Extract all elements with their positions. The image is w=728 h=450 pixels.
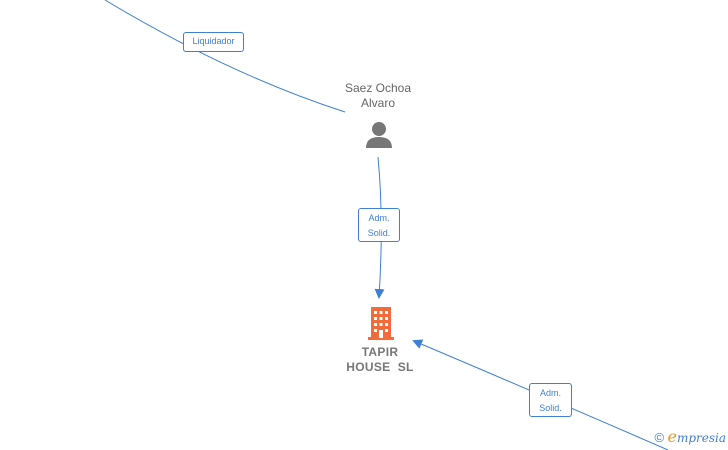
edge-label-liquidador[interactable]: Liquidador (183, 32, 244, 52)
edge-label-adm-solid-2-line2: Solid. (539, 403, 562, 413)
person-icon[interactable] (366, 122, 392, 148)
company-name-label: TAPIR HOUSE SL (330, 345, 430, 375)
brand-name: mpresia (676, 431, 726, 445)
person-name-label: Saez Ochoa Alvaro (330, 81, 426, 111)
edge-label-adm-solid-2[interactable]: Adm. Solid. (529, 383, 572, 417)
edge-liquidador (104, 0, 346, 113)
edge-label-liquidador-text: Liquidador (192, 36, 235, 46)
company-name-line1: TAPIR (361, 345, 399, 359)
building-icon[interactable] (368, 307, 394, 340)
person-name-line1: Saez Ochoa (344, 81, 412, 95)
empresia-watermark: © empresia (655, 427, 726, 446)
person-name-line2: Alvaro (360, 96, 395, 110)
edge-label-adm-solid-1-line1: Adm. (368, 213, 390, 223)
edge-label-adm-solid-2-line1: Adm. (539, 388, 561, 398)
edge-label-adm-solid-1[interactable]: Adm. Solid. (358, 208, 400, 242)
brand-initial: e (667, 427, 677, 446)
edge-label-adm-solid-1-line2: Solid. (367, 228, 391, 238)
copyright-symbol: © (654, 430, 665, 445)
company-name-line2: HOUSE SL (346, 360, 414, 374)
